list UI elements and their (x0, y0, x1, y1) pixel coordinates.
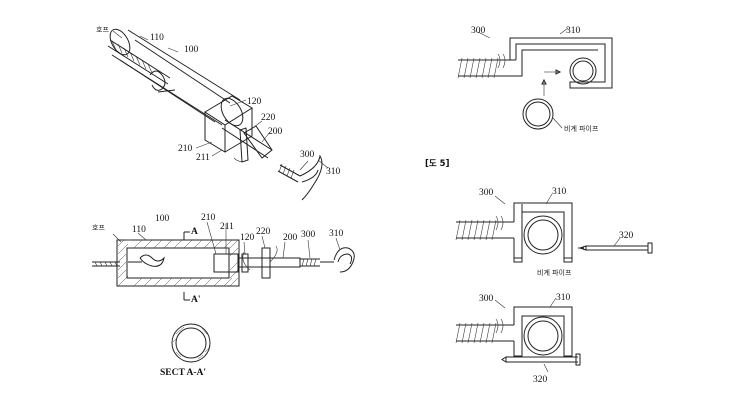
section-label-a: A (191, 227, 198, 237)
perspective-assembly: 호프 110 100 120 220 200 210 211 300 310 (96, 26, 341, 201)
label-220: 220 (261, 113, 276, 123)
section-caption: SECT A-A' (160, 368, 206, 378)
figure-5-title: [도 5] (425, 159, 450, 169)
section-hatch (117, 239, 239, 287)
assembled-clamp: 300 310 320 (455, 293, 581, 385)
section-label-a-prime: A' (191, 295, 201, 305)
label-211: 211 (196, 153, 210, 163)
section-label-310: 310 (329, 229, 344, 239)
section-label-100: 100 (155, 214, 170, 224)
section-label-211: 211 (220, 222, 234, 232)
fig5-label-320: 320 (619, 231, 634, 241)
bottom-label-300: 300 (479, 294, 494, 304)
bottom-label-320: 320 (533, 375, 548, 385)
section-label-210: 210 (201, 213, 216, 223)
figure-5: [도 5] 300 310 320 비계 파이프 (425, 159, 653, 277)
label-110: 110 (150, 33, 164, 43)
label-210: 210 (178, 144, 193, 154)
section-label-110: 110 (132, 225, 146, 235)
fig5-pipe-label: 비계 파이프 (537, 268, 572, 277)
section-detail: SECT A-A' (160, 323, 211, 378)
hook-detail-top: 300 310 비계 파이프 (457, 26, 613, 133)
bottom-label-310: 310 (556, 293, 571, 303)
section-label-220: 220 (256, 227, 271, 237)
fig5-label-310: 310 (552, 187, 567, 197)
label-200: 200 (268, 127, 283, 137)
section-view: 호프 110 100 A 210 211 120 220 200 300 310… (92, 213, 355, 305)
label-100: 100 (184, 45, 199, 55)
top-label-310: 310 (566, 26, 581, 36)
top-pipe-label: 비계 파이프 (564, 124, 599, 133)
label-120: 120 (247, 97, 262, 107)
section-label-200: 200 (283, 233, 298, 243)
top-label-300: 300 (471, 26, 486, 36)
fig5-label-300: 300 (479, 188, 494, 198)
hose-label: 호프 (96, 26, 109, 34)
label-310: 310 (326, 167, 341, 177)
section-label-300: 300 (301, 230, 316, 240)
section-label-120: 120 (240, 233, 255, 243)
section-hose-label: 호프 (92, 224, 105, 232)
label-300: 300 (300, 150, 315, 160)
